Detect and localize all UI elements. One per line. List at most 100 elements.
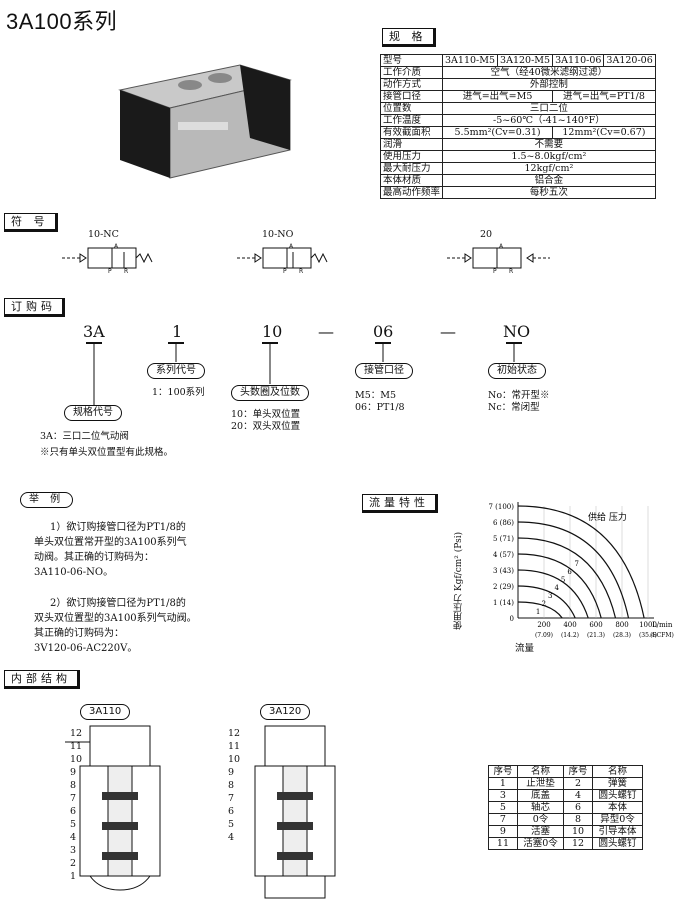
port-p-label: P <box>493 268 497 275</box>
scfm-tick-label: (21.3) <box>587 632 605 638</box>
spec-code-note: ※只有单头双位置型有此规格。 <box>40 447 174 458</box>
spec-label: 位置数 <box>379 102 444 115</box>
scfm-tick-label: (14.2) <box>561 632 579 638</box>
cross-section-3a110 <box>65 725 161 891</box>
code-part: — <box>440 322 456 341</box>
initial-state-box: 初始状态 <box>488 363 546 379</box>
flow-xlabel: 流量 <box>515 643 535 654</box>
curve-label: 1 <box>536 608 540 616</box>
scfm-tick-label: (28.3) <box>613 632 631 638</box>
port-r-label: R <box>299 268 304 275</box>
section-label-3a120: 3A120 <box>260 704 311 720</box>
symbol-20 <box>447 247 550 269</box>
spec-heading: 规 格 <box>382 28 436 47</box>
parts-cell: 12 <box>563 837 593 850</box>
curve-label: 4 <box>554 584 559 592</box>
spec-label: 润滑 <box>379 138 444 151</box>
y-tick-label: 1 (14) <box>493 599 514 607</box>
parts-cell: 7 <box>488 813 518 826</box>
symbol-label-20: 20 <box>480 229 493 240</box>
parts-cell: 8 <box>563 813 593 826</box>
flow-curve <box>517 537 617 619</box>
code-part: — <box>318 322 334 341</box>
spec-label: 型号 <box>379 54 444 67</box>
parts-cell: 10 <box>563 825 593 838</box>
supply-pressure-label: 供给 压力 <box>588 511 627 523</box>
spec-value: 进气=出气=PT1/8 <box>552 90 656 103</box>
x-tick-label: 600 <box>589 621 602 629</box>
port-p-label: P <box>283 268 287 275</box>
callout-number: 4 <box>70 832 77 843</box>
parts-cell: 底盖 <box>516 789 565 802</box>
flow-curve <box>517 601 563 619</box>
callout-number: 12 <box>228 728 241 739</box>
parts-cell: 9 <box>488 825 518 838</box>
scfm-tick-label: (7.09) <box>535 632 553 638</box>
spec-code-desc: 3A：三口二位气动阀 <box>40 431 129 442</box>
spec-value: 12kgf/cm² <box>442 162 656 175</box>
cross-section-3a120 <box>254 725 336 899</box>
example-paragraph-1: 1）欲订购接管口径为PT1/8的 单头双位置常开型的3A100系列气 动阀。其正… <box>34 520 254 580</box>
spec-label: 最高动作频率 <box>379 186 444 199</box>
spec-value: 空气（经40微米滤纲过滤） <box>442 66 656 79</box>
y-tick-label: 6 (86) <box>493 519 514 527</box>
spec-row: 工作温度-5~60℃（-41~140°F） <box>379 114 656 127</box>
example-heading: 举 例 <box>20 492 74 508</box>
initial-state-desc: Nc：常闭型 <box>488 402 540 413</box>
spec-label: 使用压力 <box>379 150 444 163</box>
example-line: 单头双位置常开型的3A100系列气 <box>34 537 187 548</box>
callout-number: 3 <box>70 845 77 856</box>
parts-cell: 11 <box>488 837 518 850</box>
flow-curve <box>517 553 602 619</box>
spec-row: 本体材质铝合金 <box>379 174 656 187</box>
example-line: 3A110-06-NO。 <box>34 567 114 578</box>
example-line: 其正确的订购码为： <box>34 628 124 639</box>
callout-number: 2 <box>70 858 77 869</box>
spec-value: 进气=出气=M5 <box>442 90 554 103</box>
spec-cell: 3A110-M5 <box>442 54 499 67</box>
flow-ylabel: 使用压力 Kgf/cm² (Psi) <box>454 531 464 630</box>
parts-cell: 5 <box>488 801 518 814</box>
x-tick-label: 400 <box>563 621 576 629</box>
port-size-desc: 06：PT1/8 <box>355 402 405 413</box>
parts-cell: 止泄垫 <box>516 777 565 790</box>
callout-number: 11 <box>228 741 241 752</box>
callout-number: 7 <box>70 793 77 804</box>
callout-number: 10 <box>228 754 241 765</box>
callout-number: 9 <box>70 767 77 778</box>
flow-curve <box>517 569 589 619</box>
y-tick-label: 2 (29) <box>493 583 514 591</box>
spec-row: 润滑不需要 <box>379 138 656 151</box>
callout-number: 6 <box>70 806 77 817</box>
parts-cell: 弹簧 <box>591 777 644 790</box>
spec-value: 不需要 <box>442 138 656 151</box>
y-tick-label: 4 (57) <box>493 551 514 559</box>
spec-value: 12mm²(Cv=0.67) <box>552 126 656 139</box>
spec-label: 本体材质 <box>379 174 444 187</box>
port-size-desc: M5：M5 <box>355 390 397 401</box>
callout-number: 1 <box>70 871 77 882</box>
spec-value: 三口二位 <box>442 102 656 115</box>
order-leader-lines <box>86 342 522 406</box>
symbol-label-nc: 10-NC <box>88 229 119 240</box>
parts-cell: 0令 <box>516 813 565 826</box>
symbols-heading: 符 号 <box>4 213 58 232</box>
callout-number: 6 <box>228 806 235 817</box>
example-paragraph-2: 2）欲订购接管口径为PT1/8的 双头双位置型的3A100系列气动阀。 其正确的… <box>34 596 254 656</box>
y-tick-label: 3 (43) <box>493 567 514 575</box>
spec-row: 动作方式外部控制 <box>379 78 656 91</box>
spec-value: 5.5mm²(Cv=0.31) <box>442 126 554 139</box>
example-line: 动阀。其正确的订购码为： <box>34 552 154 563</box>
parts-cell: 活塞0令 <box>516 837 565 850</box>
spec-row: 位置数三口二位 <box>379 102 656 115</box>
order-heading: 订购码 <box>4 298 65 317</box>
port-a-label: A <box>499 243 504 250</box>
spec-label: 工作介质 <box>379 66 444 79</box>
callout-number: 11 <box>70 741 83 752</box>
valve-photo <box>118 64 292 179</box>
code-part: 1 <box>172 322 183 341</box>
spec-label: 工作温度 <box>379 114 444 127</box>
code-part: NO <box>503 322 531 341</box>
